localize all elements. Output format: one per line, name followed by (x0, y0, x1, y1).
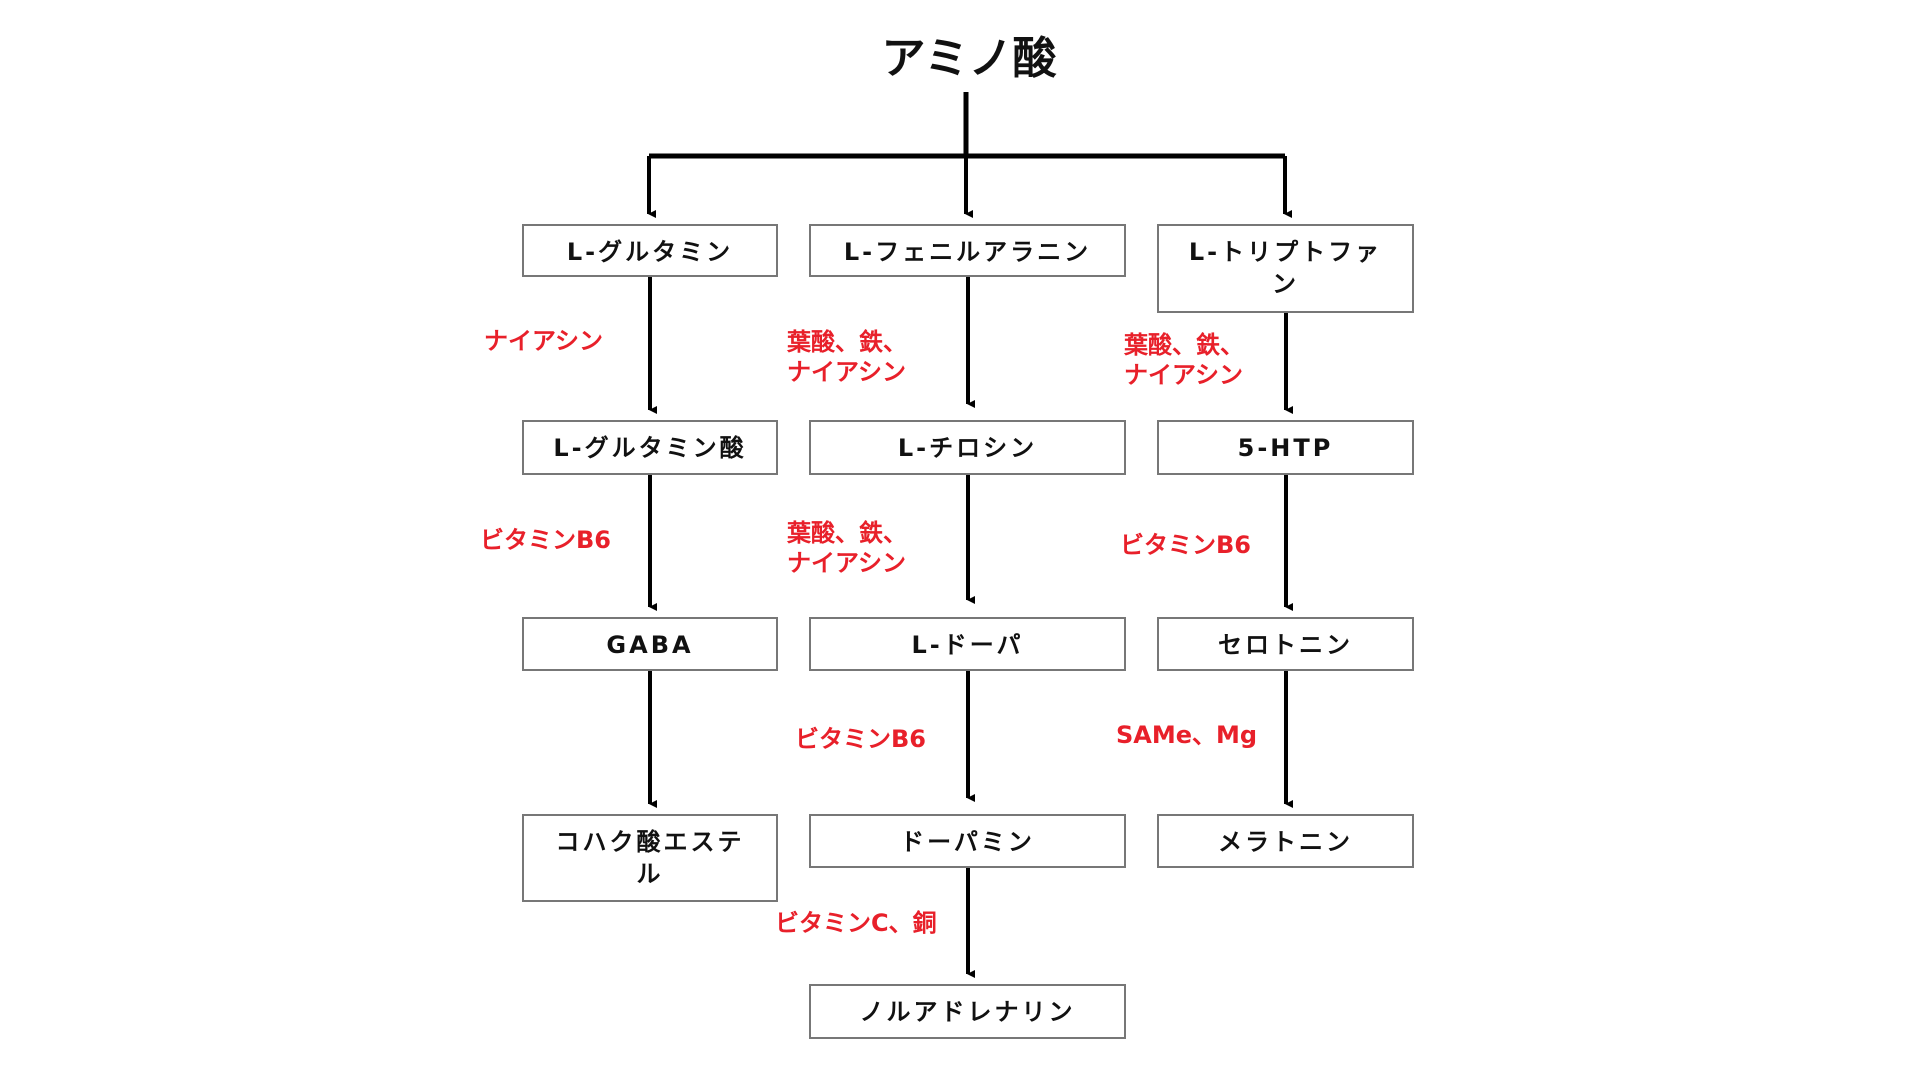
cofactor-label: 葉酸、鉄、 ナイアシン (1124, 331, 1244, 389)
node-melatonin: メラトニン (1157, 814, 1414, 868)
node-l-dopa: L-ドーパ (809, 617, 1126, 671)
node-l-tryptophan: L-トリプトファン (1157, 224, 1414, 313)
cofactor-label: SAMe、Mg (1116, 721, 1258, 749)
diagram-title: アミノ酸 (881, 33, 1057, 84)
cofactor-label: 葉酸、鉄、 ナイアシン (787, 328, 907, 386)
cofactor-label: ナイアシン (484, 327, 604, 355)
node-l-glutamic-acid: L-グルタミン酸 (522, 420, 778, 475)
cofactor-label: ビタミンB6 (795, 725, 926, 753)
node-gaba: GABA (522, 617, 778, 671)
cofactor-label: ビタミンC、銅 (775, 909, 937, 937)
node-succinate-ester: コハク酸エステル (522, 814, 778, 902)
cofactor-label: ビタミンB6 (480, 526, 611, 554)
cofactor-label: 葉酸、鉄、 ナイアシン (787, 519, 907, 577)
node-noradrenaline: ノルアドレナリン (809, 984, 1126, 1039)
node-l-phenylalanine: L-フェニルアラニン (809, 224, 1126, 277)
node-5-htp: 5-HTP (1157, 420, 1414, 475)
node-l-tyrosine: L-チロシン (809, 420, 1126, 475)
node-l-glutamine: L-グルタミン (522, 224, 778, 277)
node-serotonin: セロトニン (1157, 617, 1414, 671)
node-dopamine: ドーパミン (809, 814, 1126, 868)
cofactor-label: ビタミンB6 (1120, 531, 1251, 559)
